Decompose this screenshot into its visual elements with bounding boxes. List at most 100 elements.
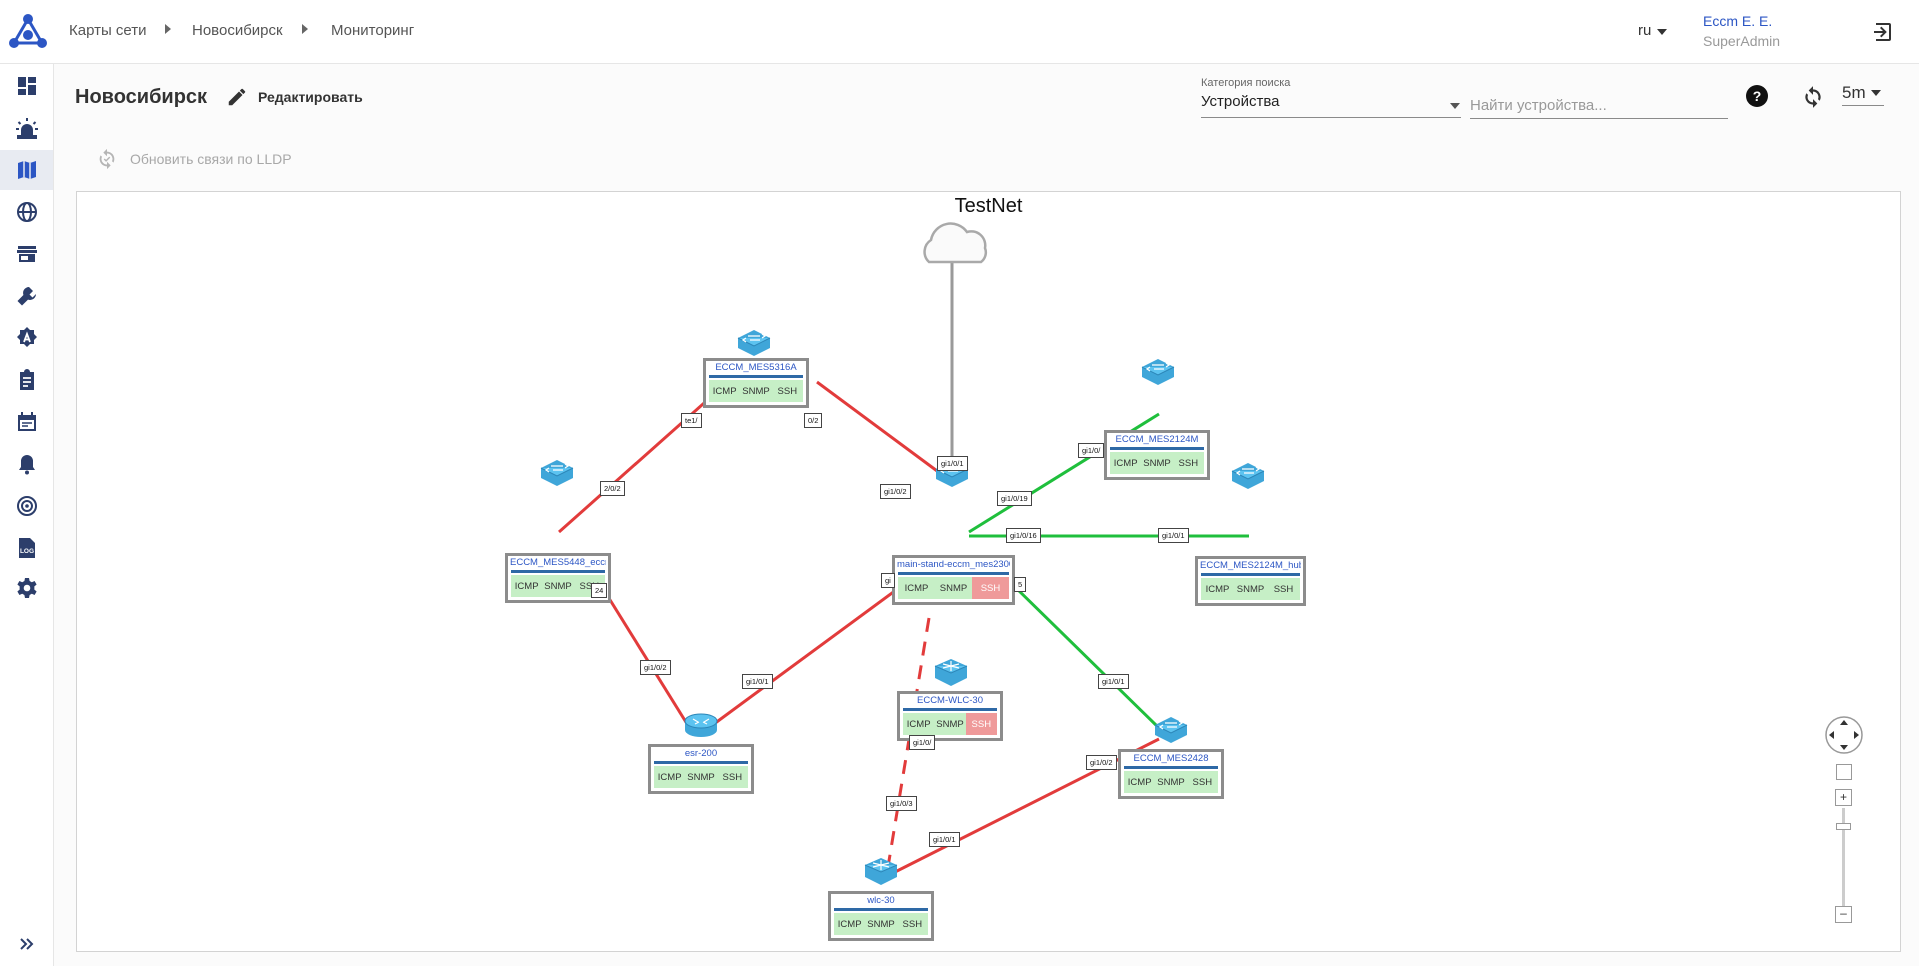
app-logo[interactable] [8,13,48,51]
icmp-status: ICMP [1201,578,1234,600]
device-search-input[interactable] [1470,92,1728,119]
refresh-icon[interactable] [1800,84,1826,110]
map-title: TestNet [954,195,1023,217]
port-label: gi1/0/19 [997,491,1032,506]
chevron-double-right-icon [19,938,33,950]
sidebar-item-settings[interactable] [0,568,53,608]
sidebar-expand-button[interactable] [0,924,53,964]
port-label: te1/ [681,413,702,428]
sidebar-item-network[interactable] [0,192,53,232]
switch-icon[interactable] [1153,716,1189,746]
sidebar-item-tools[interactable] [0,276,53,316]
sidebar: LOG [0,64,54,966]
device-name: ECCM_MES2428 [1133,753,1209,764]
switch-icon[interactable] [1230,462,1266,492]
sidebar-item-maps[interactable] [0,150,53,190]
snmp-status: SNMP [935,577,972,599]
switch-icon[interactable] [736,329,772,359]
link-mes5448-esr200 [600,586,691,728]
snmp-status: SNMP [1141,452,1173,474]
svg-text:?: ? [1753,88,1762,104]
fit-view-button[interactable] [1836,764,1852,780]
help-icon[interactable]: ? [1745,84,1769,108]
logout-icon[interactable] [1871,20,1895,44]
language-select[interactable]: ru [1638,22,1652,39]
zoom-out-button[interactable]: – [1835,906,1852,923]
edit-button[interactable]: Редактировать [226,84,363,110]
snmp-status: SNMP [542,575,574,597]
sidebar-item-logs[interactable]: LOG [0,528,53,568]
snmp-status: SNMP [685,766,717,788]
port-label: 24 [591,583,608,598]
ssh-status: SSH [1186,771,1218,793]
calendar-icon [17,412,36,431]
port-label: gi1/0/1 [1158,528,1189,543]
port-label: gi1/0/1 [742,674,773,689]
wrench-icon [17,287,36,306]
ssh-status: SSH [1267,578,1300,600]
icmp-status: ICMP [834,913,866,935]
icmp-status: ICMP [898,577,935,599]
link-mes5316a-main [816,380,953,484]
refresh-interval-select[interactable]: 5m [1842,83,1866,102]
port-label: gi1/0/2 [640,660,671,675]
wireless-controller-icon[interactable] [933,658,969,688]
port-label: gi1/0/1 [929,832,960,847]
breadcrumb-separator-icon [302,24,308,34]
icmp-status: ICMP [903,713,935,735]
store-icon [16,246,37,262]
breadcrumb-item-network-maps[interactable]: Карты сети [69,22,147,39]
zoom-slider-track[interactable] [1842,808,1845,912]
zoom-in-button[interactable]: + [1835,789,1852,806]
device-name: ECCM-WLC-30 [917,695,983,706]
ssh-status: SSH [896,913,928,935]
sidebar-item-store[interactable] [0,234,53,274]
breadcrumb-item-city[interactable]: Новосибирск [192,22,283,39]
gear-icon [16,578,37,598]
ssh-status: SSH [771,380,803,402]
device-name: ECCM_MES5448_eccm [510,557,606,568]
wireless-controller-icon[interactable] [863,857,899,887]
chevron-down-icon[interactable] [1450,103,1460,109]
sidebar-item-admin[interactable] [0,318,53,358]
port-label: gi1/0/3 [886,796,917,811]
snmp-status: SNMP [1155,771,1187,793]
router-icon[interactable] [683,710,719,740]
port-label: gi1/0/ [909,735,936,750]
switch-icon[interactable] [1140,358,1176,388]
zoom-slider-handle[interactable] [1836,823,1851,830]
sidebar-item-schedule[interactable] [0,402,53,442]
snmp-status: SNMP [865,913,897,935]
switch-icon[interactable] [539,459,575,489]
dashboard-icon [17,77,36,95]
pan-control[interactable] [1824,715,1864,755]
device-name: main-stand-eccm_mes2300 [897,559,1010,570]
map-icon [17,161,36,179]
sidebar-item-dashboard[interactable] [0,66,53,106]
search-category-select[interactable]: Устройства [1201,93,1461,118]
lldp-update-label: Обновить связи по LLDP [130,151,292,167]
ssh-status: SSH [972,577,1009,599]
user-name[interactable]: Eccm E. E. [1703,13,1773,29]
user-role: SuperAdmin [1703,33,1781,49]
icmp-status: ICMP [654,766,686,788]
chevron-down-icon[interactable] [1871,90,1881,96]
chevron-down-icon[interactable] [1657,29,1667,35]
link-main-esr200 [698,580,908,737]
sidebar-item-monitoring[interactable] [0,486,53,526]
breadcrumb-item-current: Мониторинг [331,22,415,39]
sidebar-item-tasks[interactable] [0,360,53,400]
lldp-update-button[interactable]: Обновить связи по LLDP [96,148,292,170]
sidebar-item-notifications[interactable] [0,444,53,484]
sidebar-item-alarms[interactable] [0,108,53,148]
